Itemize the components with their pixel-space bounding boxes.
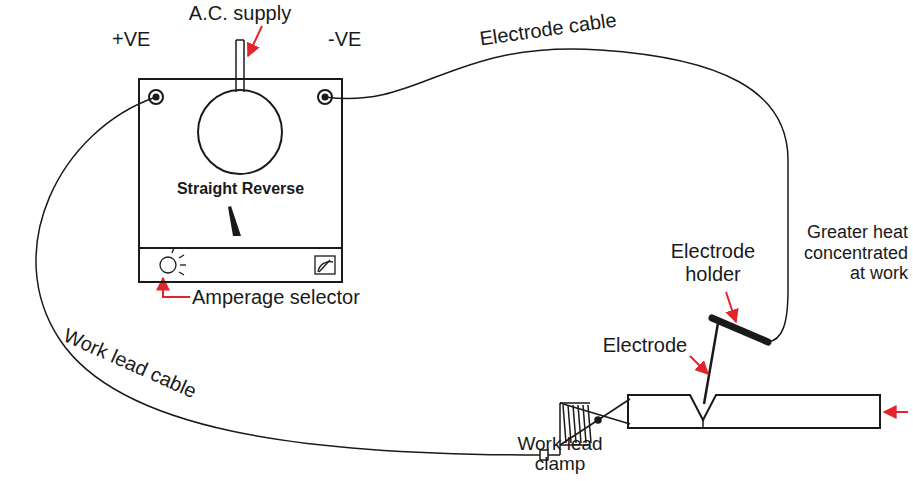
- welding-machine: Straight Reverse: [138, 78, 343, 283]
- polarity-label: +VE: [112, 28, 172, 51]
- electrode-holder: [712, 318, 768, 342]
- callout-label: Work lead clamp: [505, 434, 615, 474]
- plate-joint: [702, 420, 704, 428]
- electrode: [704, 323, 718, 404]
- ac-supply-cable: [236, 40, 244, 92]
- selector-label: Straight Reverse: [140, 180, 341, 198]
- callout-label: Greater heat concentrated at work: [800, 222, 908, 284]
- workpiece: [628, 395, 880, 428]
- callout-label: A.C. supply: [175, 2, 305, 25]
- callout-label: Electrode: [595, 334, 695, 357]
- panel-divider: [138, 247, 343, 249]
- cable-label: Work lead cable: [43, 316, 217, 410]
- callout-label: Electrode holder: [660, 240, 766, 286]
- electrode-cable: [325, 49, 788, 342]
- leader-arrows: [163, 26, 908, 412]
- polarity-switch: [228, 206, 241, 236]
- work-lead-cable: [36, 97, 540, 455]
- callout-label: Amperage selector: [192, 286, 382, 309]
- cable-label: Electrode cable: [467, 7, 629, 52]
- amperage-meter: [315, 256, 335, 274]
- transformer-dial: [198, 90, 282, 174]
- polarity-label: -VE: [328, 28, 388, 51]
- amperage-lamp: [160, 248, 186, 275]
